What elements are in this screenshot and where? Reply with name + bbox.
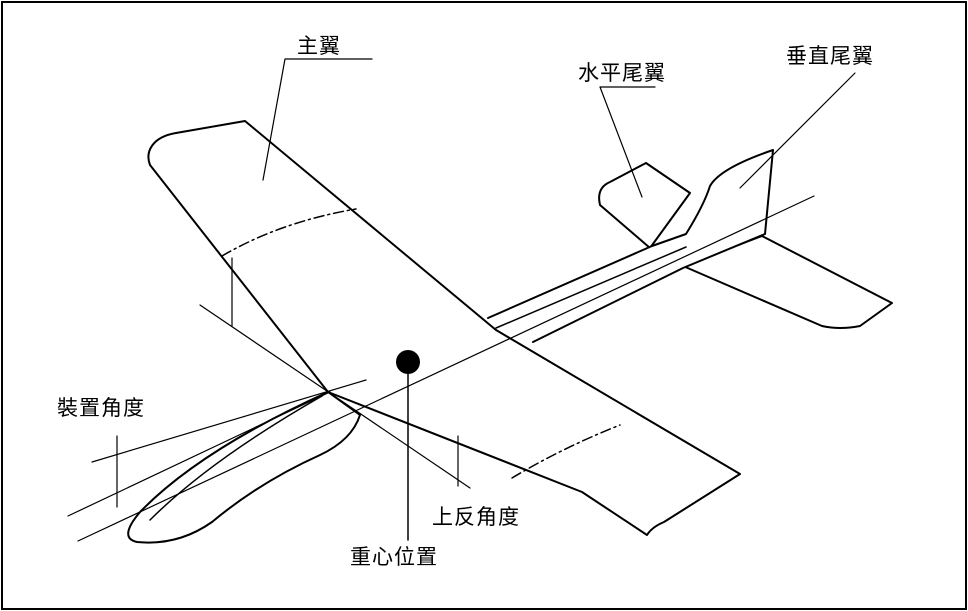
incidence-line-upper — [91, 379, 367, 463]
center-of-gravity-label: 重心位置 — [350, 545, 438, 569]
dihedral-line — [199, 304, 471, 489]
horizontal-tail-right — [682, 235, 893, 329]
horizontal-tail-leader — [599, 86, 656, 198]
fuselage-boom-centerline — [495, 246, 687, 329]
center-of-gravity-dot — [396, 350, 420, 374]
horizontal-tail-left — [598, 162, 691, 249]
main-wing-label: 主翼 — [297, 34, 341, 58]
fuselage-nose — [127, 391, 361, 544]
vertical-tail-label: 垂直尾翼 — [786, 44, 874, 68]
right-aileron-line — [511, 424, 621, 479]
longitudinal-axis-line — [77, 195, 815, 542]
incidence-angle-label: 裝置角度 — [57, 396, 145, 420]
main-wing-outline — [147, 120, 741, 536]
main-wing-leader — [262, 58, 373, 181]
incidence-line-lower — [67, 391, 331, 517]
horizontal-tail-label: 水平尾翼 — [578, 61, 666, 85]
dihedral-angle-label: 上反角度 — [432, 505, 520, 529]
left-aileron-line — [221, 208, 357, 257]
fuselage-boom — [487, 149, 774, 343]
fuselage-nose-inner — [149, 395, 323, 521]
reference-lines — [67, 58, 856, 542]
vertical-tail-leader — [739, 72, 856, 189]
